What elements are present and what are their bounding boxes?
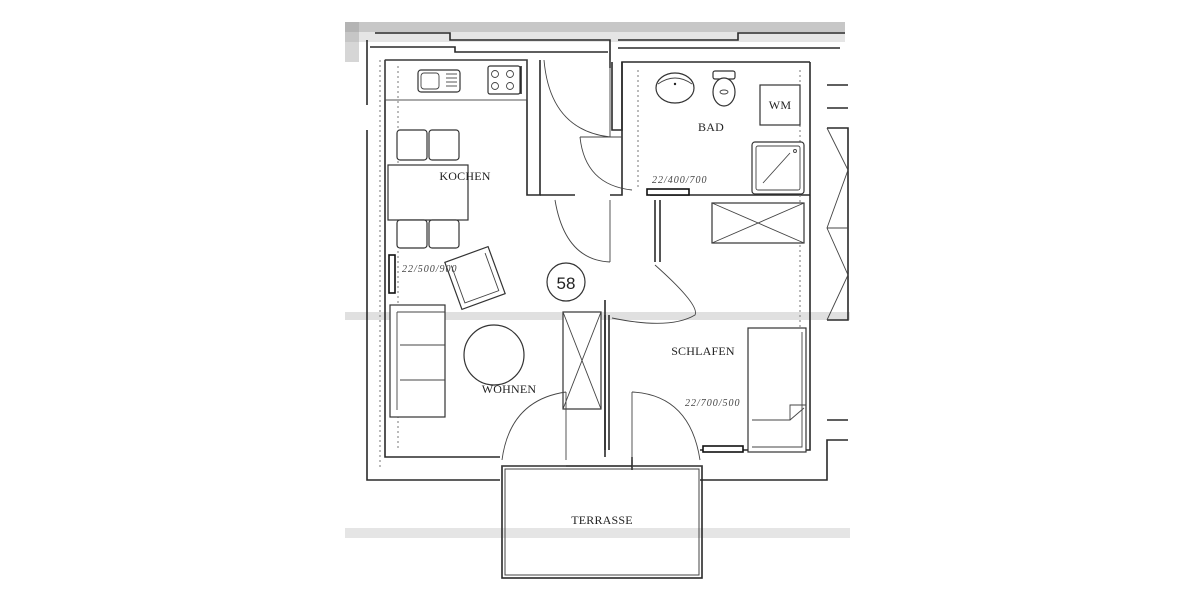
unit-number: 58 — [557, 274, 576, 293]
bad-radiator — [646, 188, 690, 196]
bathroom-fixtures: WM — [646, 70, 805, 196]
toilet-icon — [712, 70, 736, 107]
room-label-wohnen: WOHNEN — [482, 382, 537, 396]
sink-icon — [417, 69, 461, 93]
hall-wardrobe — [562, 311, 602, 410]
annotation-bad-radiator: 22/400/700 — [652, 175, 708, 186]
room-label-terrasse: TERRASSE — [571, 513, 633, 527]
round-table — [463, 324, 525, 386]
annotation-wohnen-radiator: 22/500/900 — [402, 264, 458, 275]
terrace — [501, 465, 703, 579]
stove-icon — [487, 65, 522, 95]
wohnen-radiator — [388, 254, 396, 294]
schlafen-radiator — [702, 445, 744, 453]
washbasin-icon — [655, 72, 695, 104]
room-label-kochen: KOCHEN — [439, 169, 490, 183]
armchair — [444, 245, 506, 311]
dining-table — [387, 129, 469, 249]
unit-number-badge: 58 — [546, 262, 586, 302]
doors — [501, 59, 701, 461]
kitchen-counter — [384, 59, 528, 101]
room-label-bad: BAD — [698, 120, 724, 134]
shower-icon — [751, 141, 805, 195]
right-windows — [826, 127, 849, 321]
room-label-schlafen: SCHLAFEN — [671, 344, 735, 358]
sofa — [389, 304, 446, 418]
bed — [747, 327, 807, 453]
annotation-schlafen-radiator: 22/700/500 — [685, 398, 741, 409]
washing-machine-label: WM — [769, 98, 792, 112]
washing-machine: WM — [759, 84, 801, 126]
bedroom-wardrobe — [711, 202, 805, 244]
